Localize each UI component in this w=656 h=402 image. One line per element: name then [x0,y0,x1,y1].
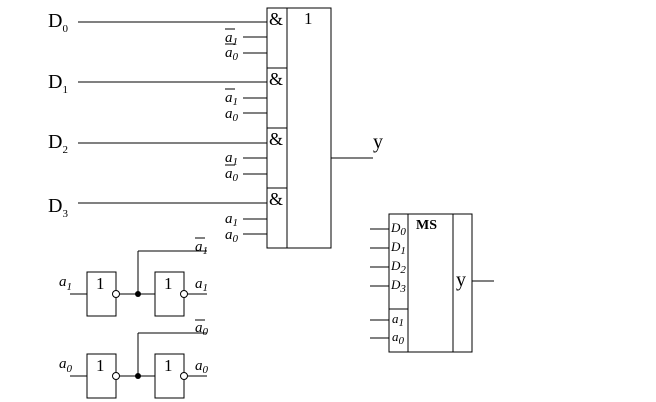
inverter-symbol: 1 [96,356,105,375]
svg-text:a1: a1 [225,30,238,48]
and-gate-symbol: & [269,189,283,209]
data-input-label: D1 [48,71,68,96]
inverter-input-label: a0 [59,356,73,375]
inversion-bubble [180,290,188,298]
inverter-output-label: a0 [195,358,209,376]
inverter-gate [86,271,117,317]
ms-block-frame [388,213,473,353]
output-label: y [373,131,383,153]
inversion-bubble [180,372,188,380]
inversion-bubble [112,372,120,380]
and-gate-symbol: & [269,69,283,89]
inverter-gate [154,271,185,317]
svg-text:a1: a1 [225,211,238,229]
ms-addr-input-label: a1 [392,311,404,329]
inverter-output-label: a1 [195,276,208,294]
svg-text:a1: a1 [225,150,238,168]
ms-addr-input-label: a0 [392,329,405,347]
or-gate-symbol: 1 [304,9,313,28]
svg-text:a0: a0 [225,45,239,63]
inverter-input-label: a1 [59,274,72,293]
ms-data-input-label: D2 [390,258,406,276]
data-input-label: D3 [48,195,68,220]
ms-output-label: y [456,269,466,291]
inverted-output-label: a0 [195,320,209,338]
ms-data-input-label: D1 [390,239,406,257]
and-gate-symbol: & [269,9,283,29]
and-or-network: 1 & & & & D0 D1 D2 D3 a1 a0 [48,7,383,249]
svg-text:a0: a0 [225,227,239,245]
inversion-bubble [112,290,120,298]
inverter-symbol: 1 [96,274,105,293]
and-gate-symbol: & [269,129,283,149]
inverted-output-label: a1 [195,239,208,257]
data-input-label: D2 [48,131,68,156]
svg-text:a1: a1 [225,90,238,108]
ms-block: MS D0 D1 D2 D3 a1 a0 y [370,213,494,353]
data-input-label: D0 [48,10,68,35]
and-gate-2-inputs: a1 a0 [225,150,239,184]
ms-data-input-label: D3 [390,277,406,295]
address-inverters: a1 1 a1 1 a1 a0 1 a0 1 a0 [59,237,209,399]
svg-text:a0: a0 [225,166,239,184]
inverter-symbol: 1 [164,274,173,293]
inverter-symbol: 1 [164,356,173,375]
and-gate-1-inputs: a1 a0 [225,88,239,124]
svg-text:a0: a0 [225,106,239,124]
and-gate-0-inputs: a1 a0 [225,28,239,63]
inverter-gate [154,353,185,399]
and-gate-3-inputs: a1 a0 [225,211,239,245]
ms-data-input-label: D0 [390,220,406,238]
ms-block-title: MS [416,218,437,233]
